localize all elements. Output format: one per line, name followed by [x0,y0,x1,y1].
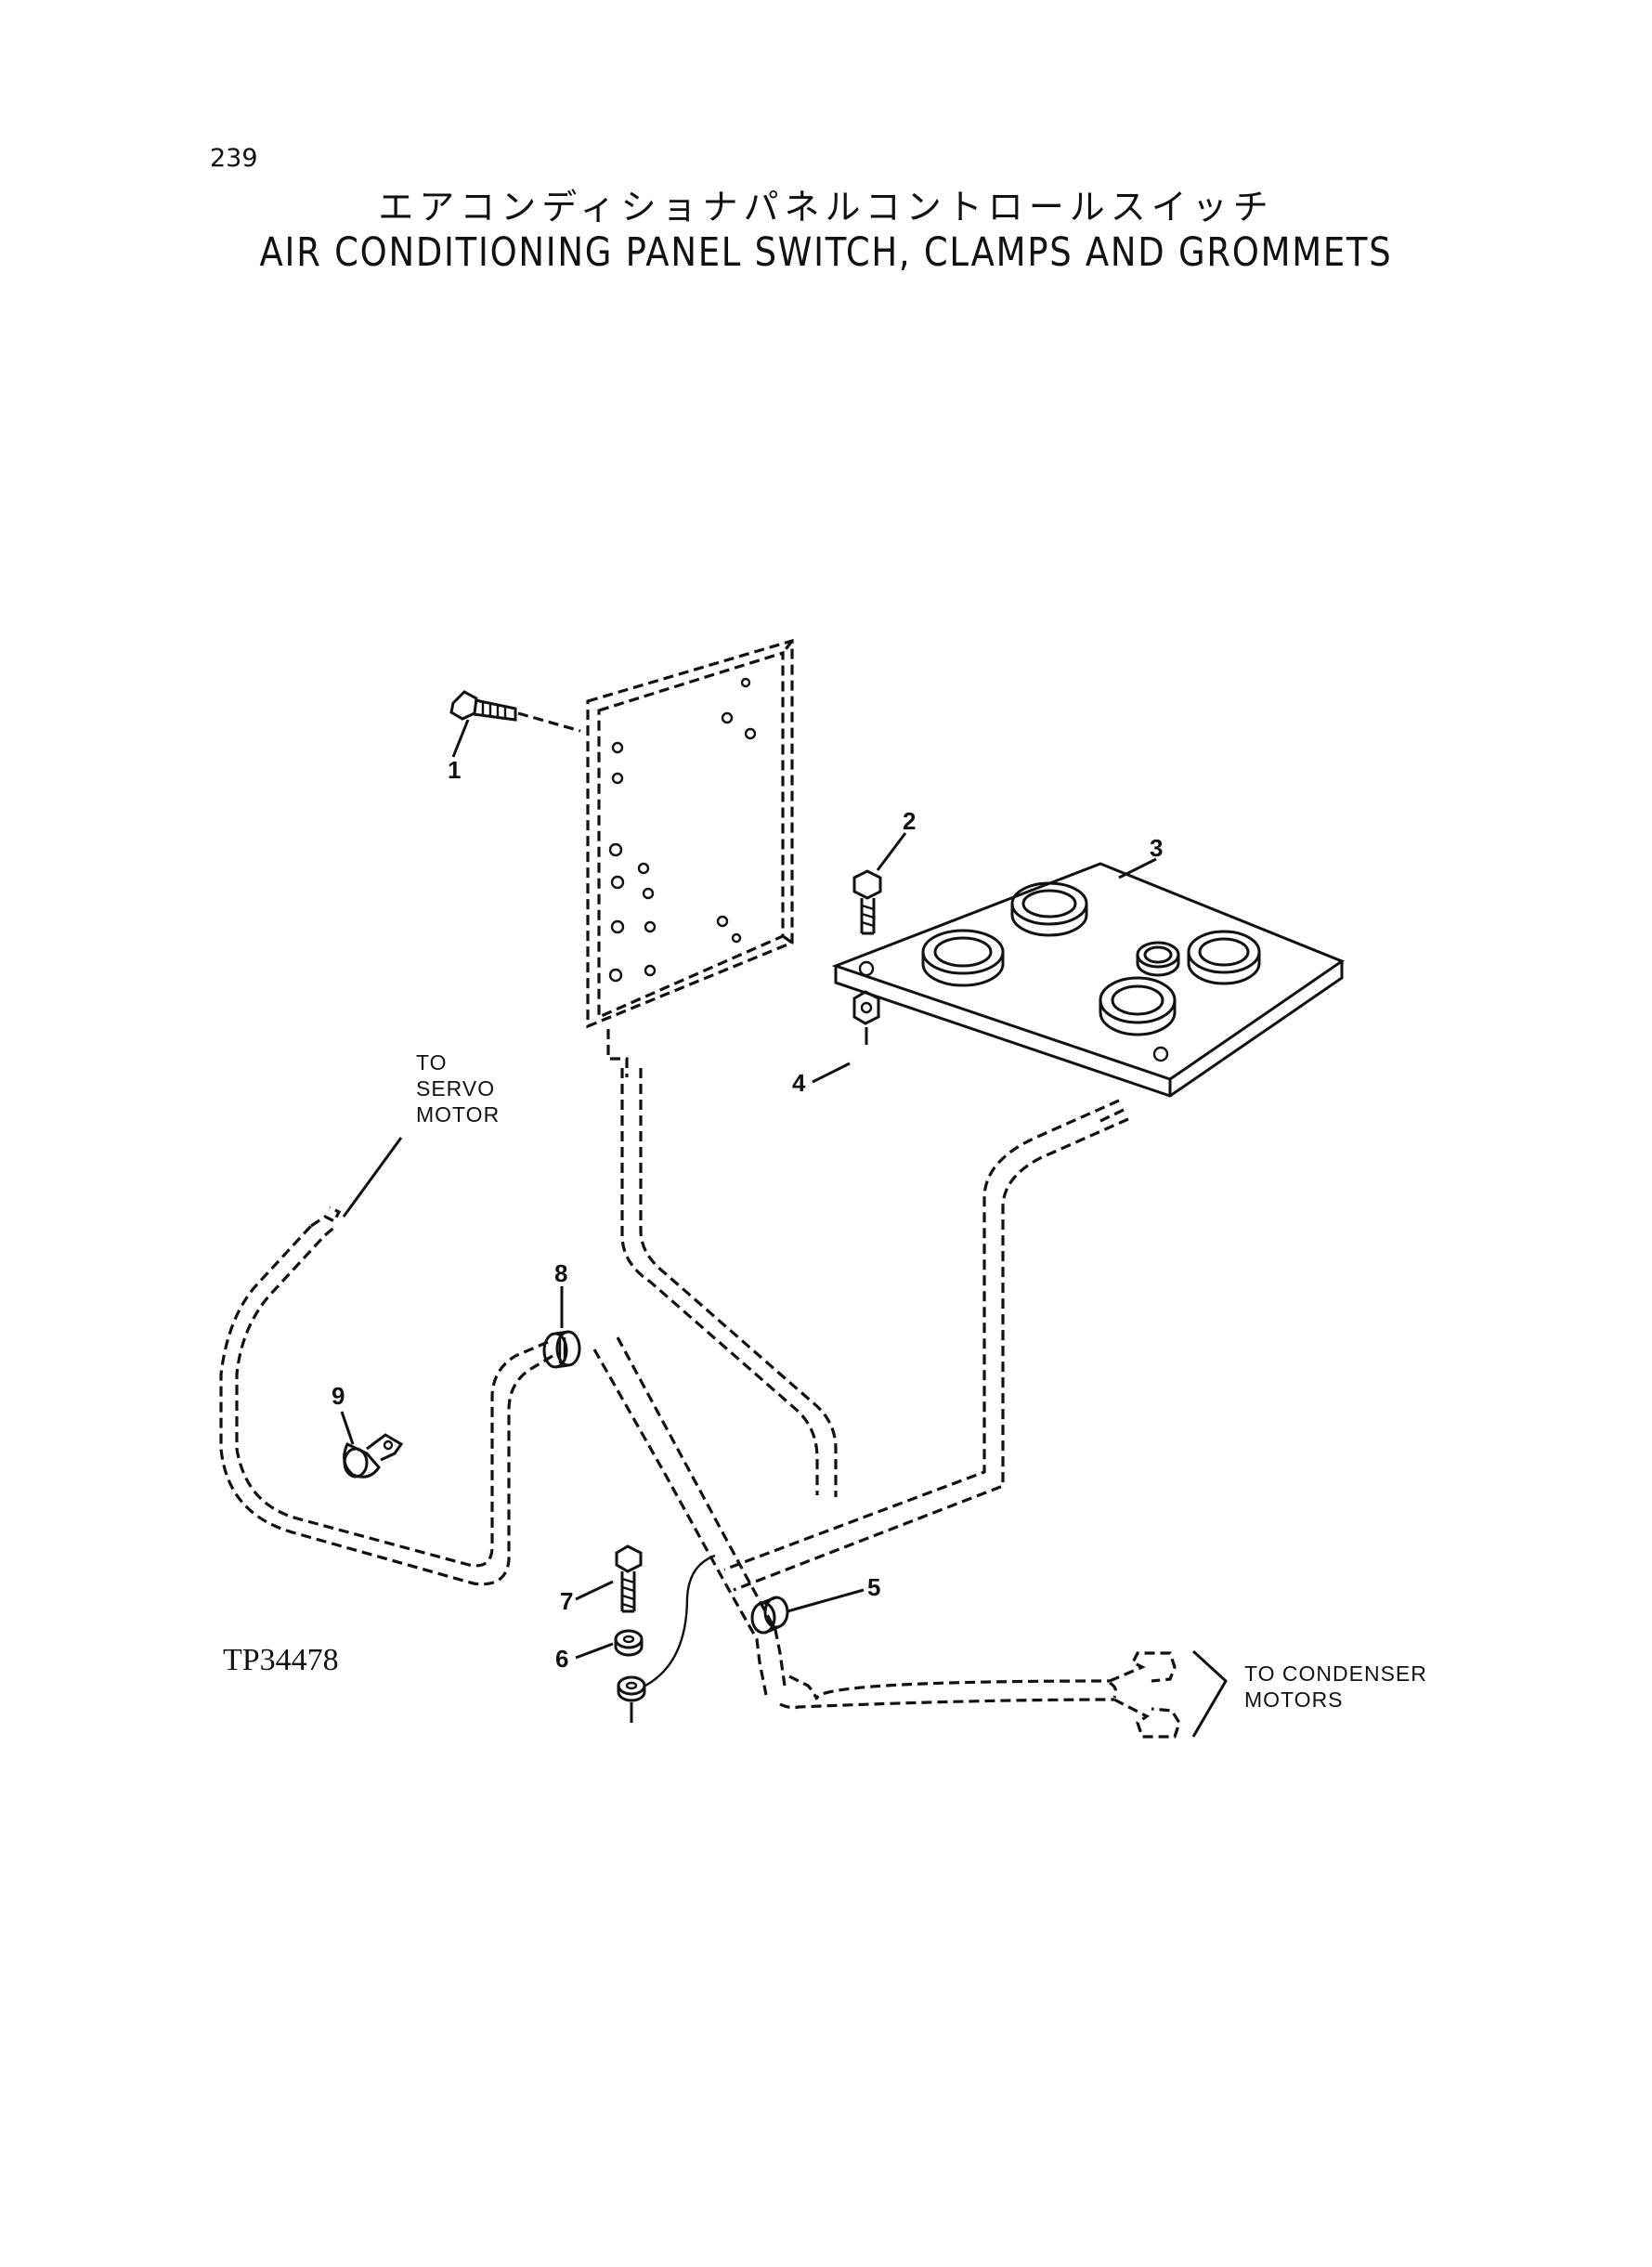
callout-6: 6 [555,1645,568,1673]
nut-part-4 [812,990,880,1084]
page-number: 239 [210,144,258,173]
callout-7: 7 [560,1587,573,1615]
callout-5: 5 [867,1573,880,1601]
servo-motor-leader [342,1137,403,1218]
note-servo-line-2: SERVO [416,1076,495,1101]
wire-harness [219,1068,1181,1739]
note-condenser-line-2: MOTORS [1244,1687,1344,1712]
title-english: AIR CONDITIONING PANEL SWITCH, CLAMPS AN… [259,229,1393,276]
callout-8: 8 [554,1259,567,1287]
switch-panel-part-3 [831,857,1346,1098]
title-japanese: エアコンディショナパネルコントロールスイッチ [378,187,1274,228]
cap-screw-part-1 [449,690,581,758]
callout-1: 1 [448,756,461,784]
callout-2: 2 [903,807,916,835]
note-condenser-line-1: TO CONDENSER [1244,1661,1427,1686]
cap-screw-part-7 [575,1544,643,1613]
condenser-motors-brace [1191,1649,1228,1738]
figure-id: TP34478 [223,1643,339,1677]
clamp-part-9 [340,1411,404,1479]
note-servo-line-3: MOTOR [416,1102,500,1127]
grommet-part-5 [750,1588,865,1635]
callout-4: 4 [792,1069,806,1097]
screw-part-2 [852,832,907,935]
callout-3: 3 [1150,834,1163,862]
grommet-rings [921,881,1261,1036]
callout-9: 9 [332,1382,345,1410]
washer-part-6 [575,1554,716,1723]
grommet-part-8 [542,1286,581,1369]
mounting-bracket [586,638,794,1077]
note-servo-line-1: TO [416,1050,448,1075]
